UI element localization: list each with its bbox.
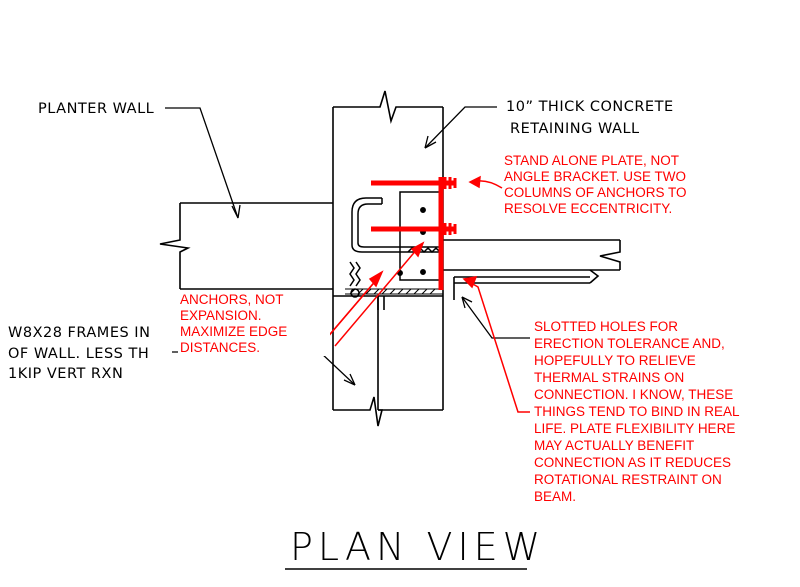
- w8x28-note-line2: OF WALL. LESS TH: [8, 346, 149, 362]
- anchors-note-line1: ANCHORS, NOT: [180, 292, 284, 307]
- plate-note-line2: ANGLE BRACKET. USE TWO: [504, 169, 686, 184]
- slotted-note-line8: MAY ACTUALLY BENEFIT: [534, 438, 694, 453]
- planter-wall: [159, 202, 333, 290]
- plan-view-title: PLAN VIEW: [290, 525, 545, 569]
- j-hook-anchor: [349, 197, 442, 298]
- beam-stub: [332, 296, 444, 427]
- slotted-note-line6: THINGS TEND TO BIND IN REAL: [534, 404, 740, 419]
- plate-note-line4: RESOLVE ECCENTRICITY.: [504, 201, 672, 216]
- slotted-note-line9: CONNECTION AS IT REDUCES: [534, 455, 731, 470]
- base-hatching: [345, 288, 443, 295]
- plate-note-line3: COLUMNS OF ANCHORS TO: [504, 185, 687, 200]
- slotted-note-line4: THERMAL STRAINS ON: [534, 370, 684, 385]
- right-slab: [443, 239, 621, 300]
- anchors-note-line4: DISTANCES.: [180, 340, 260, 355]
- retaining-wall-label-line2: RETAINING WALL: [510, 121, 640, 137]
- slotted-note-line11: BEAM.: [534, 489, 576, 504]
- red-plate-markup: [371, 177, 457, 290]
- slotted-note-line7: LIFE. PLATE FLEXIBILITY HERE: [534, 421, 735, 436]
- embed-plate: [397, 191, 441, 281]
- slotted-note-line2: ERECTION TOLERANCE AND,: [534, 336, 725, 351]
- slotted-note-line1: SLOTTED HOLES FOR: [534, 319, 678, 334]
- retaining-wall: [332, 90, 444, 297]
- w8x28-note-line3: 1KIP VERT RXN: [8, 366, 123, 382]
- retaining-wall-label-line1: 10” THICK CONCRETE: [506, 99, 674, 115]
- slotted-note-line3: HOPEFULLY TO RELIEVE: [534, 353, 696, 368]
- anchors-note-line2: EXPANSION.: [180, 308, 262, 323]
- anchors-note-backdrop: [178, 290, 330, 356]
- planter-wall-label: PLANTER WALL: [38, 101, 154, 117]
- w8x28-note-line1: W8X28 FRAMES IN: [8, 325, 150, 341]
- slotted-note-line10: ROTATIONAL RESTRAINT ON: [534, 472, 722, 487]
- anchors-note-line3: MAXIMIZE EDGE: [180, 324, 287, 339]
- plate-note-line1: STAND ALONE PLATE, NOT: [504, 153, 679, 168]
- slotted-note-line5: CONNECTION. I KNOW, THESE: [534, 387, 733, 402]
